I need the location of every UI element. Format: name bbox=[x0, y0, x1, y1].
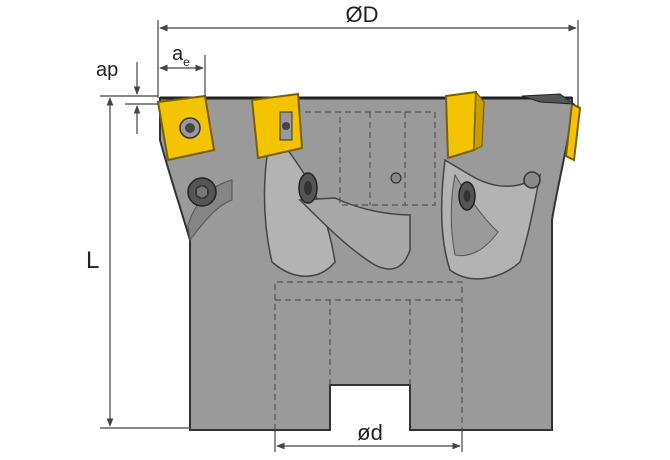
hidden-slot-inner bbox=[369, 112, 406, 205]
flute-center bbox=[298, 197, 411, 270]
cutter-body bbox=[159, 96, 573, 431]
label-engagement-main: a bbox=[172, 43, 184, 65]
clamp-screw-right bbox=[458, 181, 476, 211]
screw-hole-right bbox=[523, 171, 541, 189]
labels: ØD ae ap L ød bbox=[86, 2, 383, 445]
clamp-screw-flute bbox=[298, 172, 318, 204]
clamp-screw-left bbox=[187, 177, 217, 207]
hidden-lines bbox=[274, 111, 463, 430]
insert-top-wedge bbox=[521, 93, 576, 105]
insert-3 bbox=[444, 90, 485, 160]
label-bore-diameter: ød bbox=[357, 420, 383, 445]
insert-1 bbox=[156, 94, 216, 162]
hidden-bore-outline bbox=[274, 281, 463, 430]
label-length: L bbox=[86, 247, 99, 274]
insert-4 bbox=[564, 102, 582, 162]
screw-hole-center bbox=[390, 172, 402, 184]
hidden-drive-slot bbox=[305, 111, 436, 206]
hidden-keyway bbox=[329, 300, 411, 385]
insert-2 bbox=[250, 92, 304, 160]
label-outer-diameter: ØD bbox=[346, 2, 379, 27]
label-depth-of-cut: ap bbox=[96, 59, 118, 81]
label-engagement: ae bbox=[172, 43, 190, 69]
label-engagement-sub: e bbox=[183, 55, 190, 69]
inserts bbox=[156, 90, 582, 162]
flute-left bbox=[263, 128, 336, 277]
dimensions bbox=[100, 20, 579, 452]
left-flank-shade bbox=[187, 179, 233, 242]
